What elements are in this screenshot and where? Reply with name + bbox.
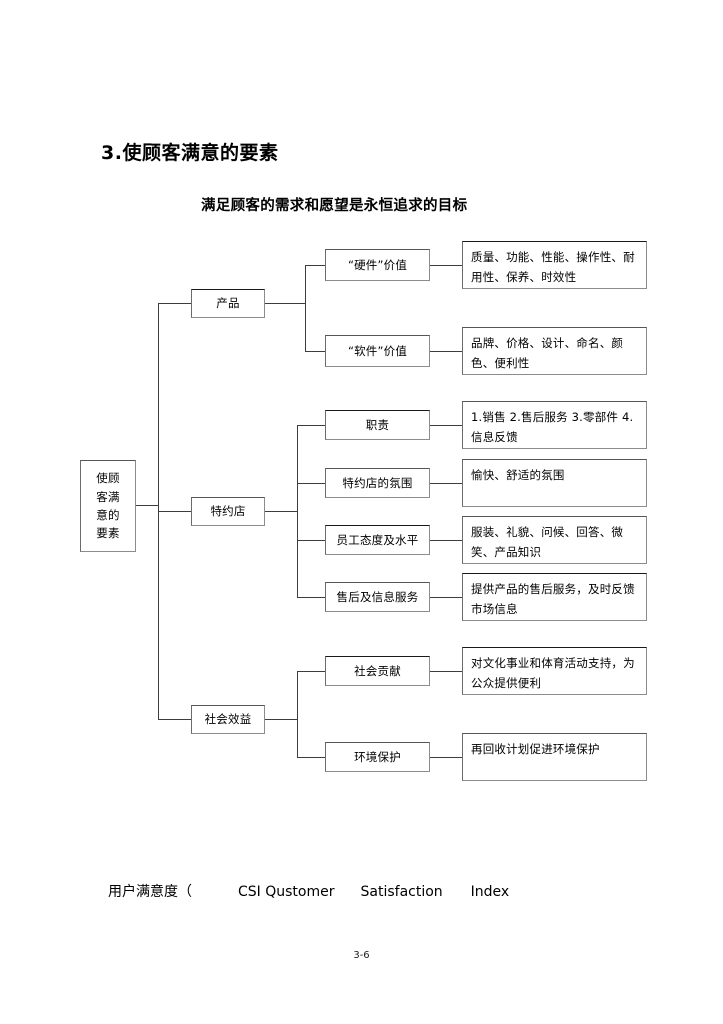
- connector-environment-to-detail: [430, 757, 462, 758]
- node-root-line-1: 使顾: [96, 471, 120, 486]
- connector-product-to-hardware: [305, 265, 325, 266]
- page-title: 3.使顾客满意的要素: [101, 142, 279, 164]
- footer-satisfaction-label: Satisfaction: [360, 884, 443, 900]
- node-social-contribution: 社会贡献: [325, 656, 430, 686]
- detail-dealer-atmosphere: 愉快、舒适的氛围: [462, 459, 647, 507]
- detail-hardware-value: 质量、功能、性能、操作性、耐用性、保养、时效性: [462, 241, 647, 289]
- connector-service-to-detail: [430, 597, 462, 598]
- footer-caption: 用户满意度（ CSI Qustomer Satisfaction Index: [108, 881, 509, 901]
- node-branch-social: 社会效益: [191, 705, 265, 734]
- detail-staff-attitude: 服装、礼貌、问候、回答、微笑、产品知识: [462, 516, 647, 564]
- connector-dealer-to-staff: [297, 540, 325, 541]
- connector-dealer-to-service: [297, 597, 325, 598]
- connector-root-stub: [136, 505, 159, 506]
- footer-index-label: Index: [470, 884, 510, 900]
- connector-dealer-subtrunk: [297, 425, 298, 597]
- node-duty: 职责: [325, 410, 430, 440]
- node-branch-dealer: 特约店: [191, 497, 265, 526]
- footer-csi-label: CSI Qustomer: [238, 884, 335, 900]
- detail-environmental-protection: 再回收计划促进环境保护: [462, 733, 647, 781]
- connector-product-to-software: [305, 351, 325, 352]
- connector-trunk-to-dealer: [158, 511, 191, 512]
- node-root: 使顾 客满 意的 要素: [80, 460, 136, 552]
- page-number: 3-6: [353, 950, 370, 961]
- node-dealer-atmosphere: 特约店的氛围: [325, 468, 430, 498]
- detail-software-value: 品牌、价格、设计、命名、颜色、便利性: [462, 327, 647, 375]
- connector-product-out: [265, 303, 305, 304]
- connector-product-subtrunk: [305, 265, 306, 351]
- connector-atmosphere-to-detail: [430, 483, 462, 484]
- connector-social-to-environment: [297, 757, 325, 758]
- node-root-line-3: 意的: [96, 508, 120, 522]
- node-hardware-value: “硬件”价值: [325, 249, 430, 281]
- connector-dealer-to-atmosphere: [297, 483, 325, 484]
- connector-dealer-to-duty: [297, 425, 325, 426]
- connector-hardware-to-detail: [430, 265, 462, 266]
- node-software-value: “软件”价值: [325, 335, 430, 367]
- connector-dealer-out: [265, 511, 297, 512]
- detail-social-contribution: 对文化事业和体育活动支持，为公众提供便利: [462, 647, 647, 695]
- connector-social-out: [265, 719, 297, 720]
- node-after-sales-service: 售后及信息服务: [325, 582, 430, 612]
- node-root-line-2: 客满: [96, 489, 120, 504]
- node-branch-product: 产品: [191, 289, 265, 318]
- node-staff-attitude: 员工态度及水平: [325, 525, 430, 555]
- detail-duty: 1.销售 2.售后服务 3.零部件 4.信息反馈: [462, 401, 647, 449]
- connector-trunk-to-product: [158, 303, 191, 304]
- connector-social-to-contribution: [297, 671, 325, 672]
- detail-after-sales-service: 提供产品的售后服务，及时反馈市场信息: [462, 573, 647, 621]
- connector-staff-to-detail: [430, 540, 462, 541]
- node-environmental-protection: 环境保护: [325, 742, 430, 772]
- connector-duty-to-detail: [430, 425, 462, 426]
- footer-chinese-label: 用户满意度（: [108, 884, 192, 900]
- connector-software-to-detail: [430, 351, 462, 352]
- connector-trunk-to-social: [158, 719, 191, 720]
- connector-contribution-to-detail: [430, 671, 462, 672]
- page-subtitle: 满足顾客的需求和愿望是永恒追求的目标: [201, 198, 468, 214]
- connector-social-subtrunk: [297, 671, 298, 757]
- node-root-line-4: 要素: [96, 526, 120, 541]
